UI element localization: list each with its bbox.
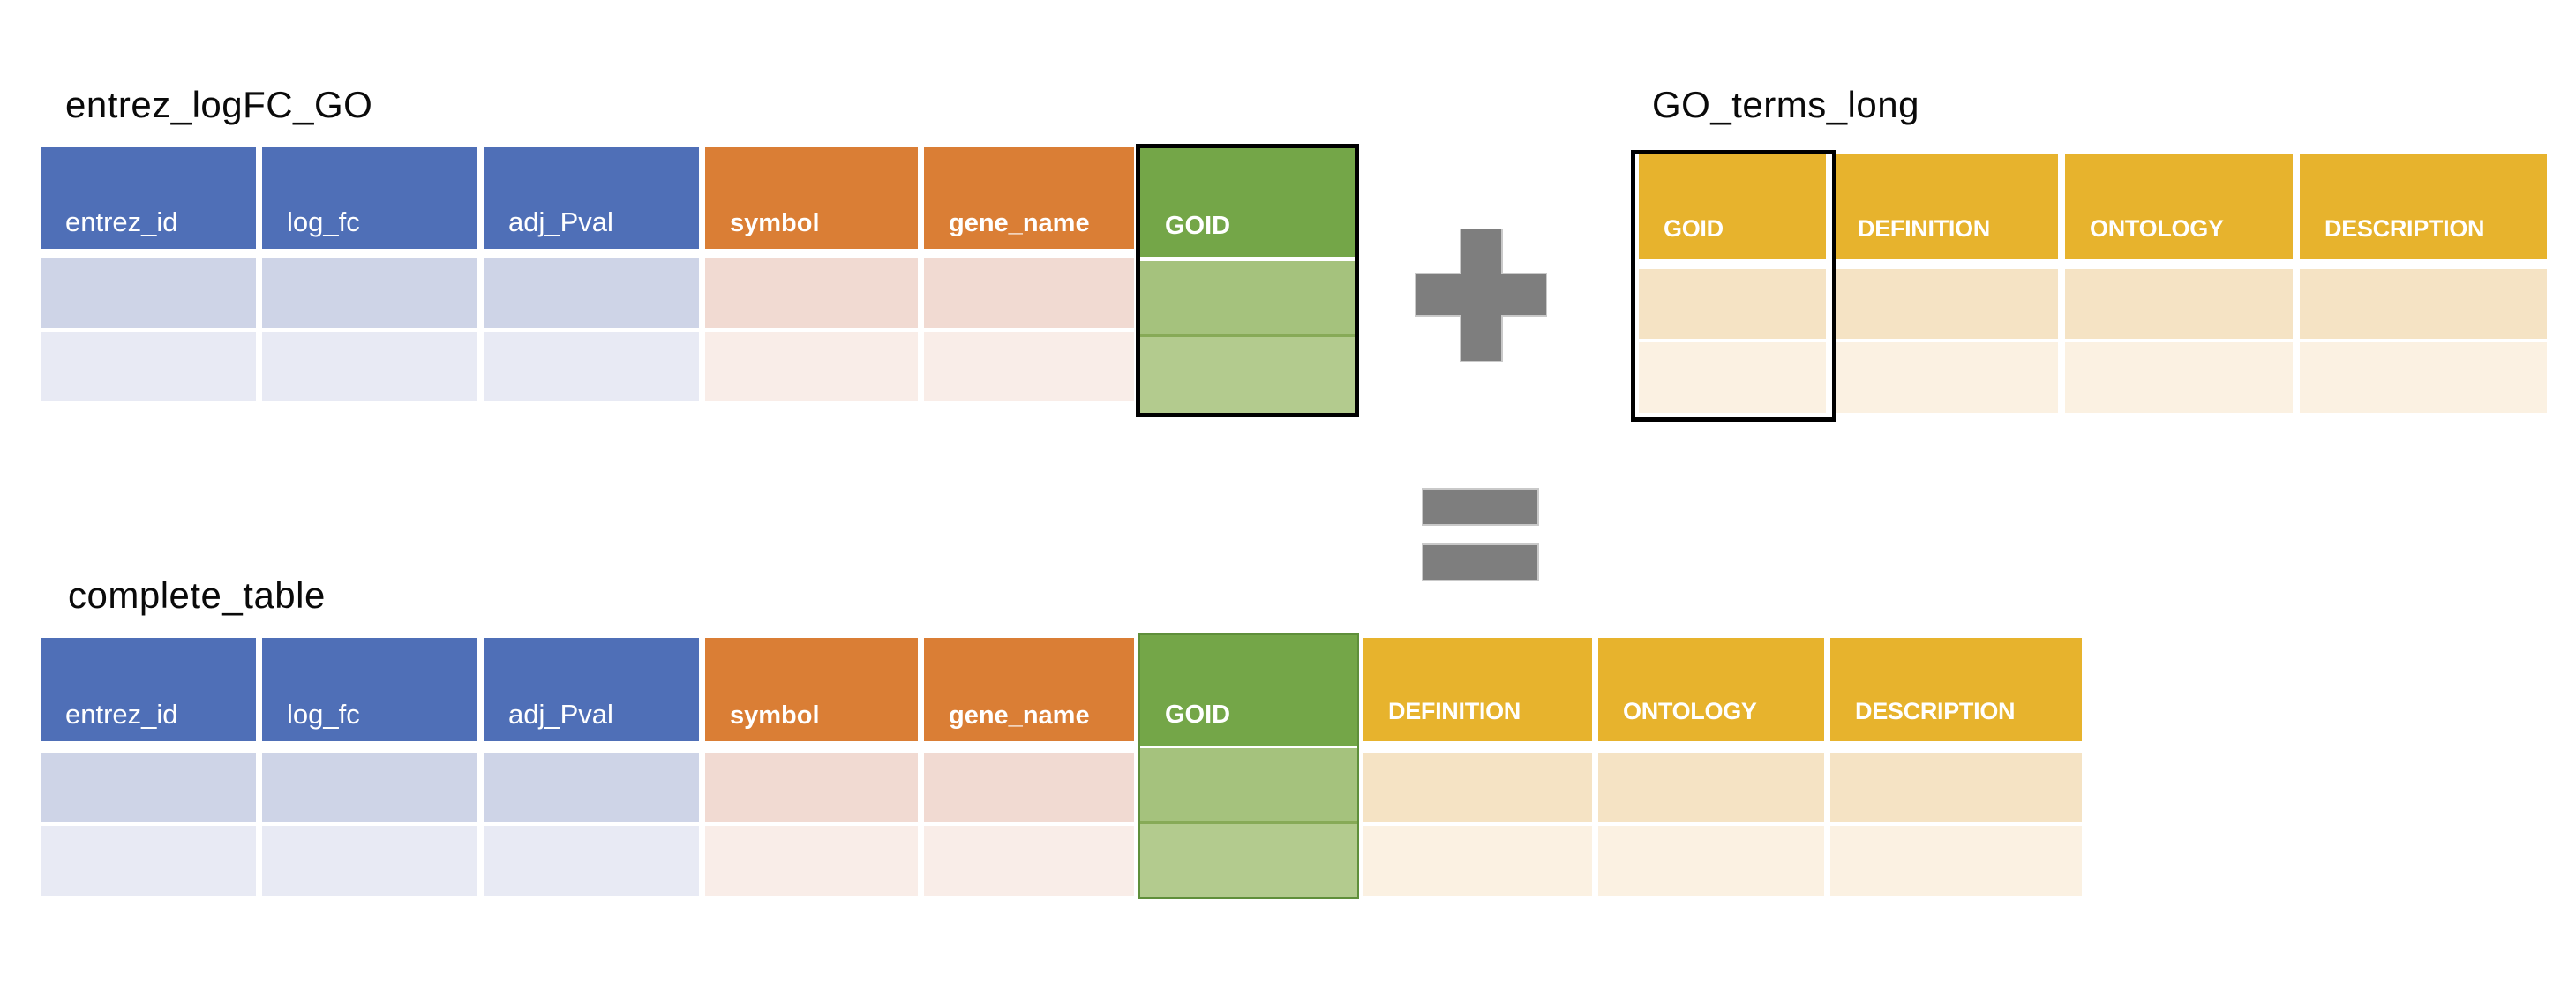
table-cell (924, 258, 1134, 328)
table-cell (1830, 826, 2082, 896)
column-header-description: DESCRIPTION (1830, 638, 2082, 741)
table-cell (924, 332, 1134, 401)
header-row: entrez_id log_fc adj_Pval symbol gene_na… (41, 638, 2082, 741)
table-cell (705, 826, 918, 896)
column-header-definition: DEFINITION (1363, 638, 1592, 741)
table-cell (41, 332, 256, 401)
equals-icon (1422, 488, 1539, 526)
column-header-adj-pval: adj_Pval (484, 147, 699, 249)
goid-highlight-box: GOID (1138, 633, 1359, 899)
column-header-gene-name: gene_name (924, 638, 1134, 741)
table-cell (1639, 269, 1826, 339)
table-cell (1598, 753, 1824, 822)
column-header-definition: DEFINITION (1833, 154, 2058, 259)
divider (1140, 334, 1355, 337)
table-cell (41, 826, 256, 896)
column-header-adj-pval: adj_Pval (484, 638, 699, 741)
divider (1140, 746, 1357, 748)
divider (1140, 821, 1357, 824)
divider (1140, 257, 1355, 261)
header-row: GOID DEFINITION ONTOLOGY DESCRIPTION (1639, 154, 2547, 259)
column-header-entrez-id: entrez_id (41, 147, 256, 249)
table-entrez-logfc-go: entrez_id log_fc adj_Pval symbol gene_na… (41, 144, 1359, 417)
table-row (41, 826, 2082, 896)
header-row: entrez_id log_fc adj_Pval symbol gene_na… (41, 147, 1357, 249)
table-cell (1140, 748, 1357, 821)
column-header-goid: GOID (1639, 154, 1826, 259)
table-cell (1140, 261, 1355, 334)
equals-icon (1422, 543, 1539, 581)
table-row (41, 332, 1357, 401)
table-cell (1833, 269, 2058, 339)
column-header-ontology: ONTOLOGY (1598, 638, 1824, 741)
column-header-log-fc: log_fc (262, 147, 477, 249)
table-title-entrez-logfc-go: entrez_logFC_GO (65, 84, 373, 125)
table-cell (484, 753, 699, 822)
table-cell (705, 753, 918, 822)
column-header-log-fc: log_fc (262, 638, 477, 741)
table-row (41, 258, 1357, 328)
table-cell (924, 826, 1134, 896)
table-cell (1598, 826, 1824, 896)
plus-icon-shape (1414, 228, 1548, 363)
column-header-ontology: ONTOLOGY (2065, 154, 2293, 259)
table-cell (2300, 342, 2547, 413)
table-cell (1140, 824, 1357, 897)
table-cell (484, 258, 699, 328)
goid-highlight-box: GOID (1136, 144, 1359, 417)
table-title-complete-table: complete_table (68, 574, 326, 616)
table-cell (705, 258, 918, 328)
column-header-symbol: symbol (705, 638, 918, 741)
table-cell (924, 753, 1134, 822)
table-cell (1140, 337, 1355, 413)
column-header-description: DESCRIPTION (2300, 154, 2547, 259)
table-cell (1363, 826, 1592, 896)
table-cell (1639, 342, 1826, 413)
table-row (1639, 342, 2547, 413)
table-cell (1833, 342, 2058, 413)
table-row (41, 753, 2082, 822)
column-header-gene-name: gene_name (924, 147, 1134, 249)
table-cell (484, 826, 699, 896)
table-cell (41, 753, 256, 822)
table-cell (1363, 753, 1592, 822)
table-title-go-terms-long: GO_terms_long (1652, 84, 1919, 125)
column-header-symbol: symbol (705, 147, 918, 249)
table-cell (41, 258, 256, 328)
table-cell (262, 258, 477, 328)
table-go-terms-long: GOID DEFINITION ONTOLOGY DESCRIPTION (1631, 150, 2547, 422)
table-cell (2300, 269, 2547, 339)
column-header-goid: GOID (1140, 148, 1355, 257)
table-row (1639, 269, 2547, 339)
table-cell (262, 332, 477, 401)
plus-icon (1414, 228, 1548, 363)
table-cell (1830, 753, 2082, 822)
table-cell (705, 332, 918, 401)
table-cell (262, 826, 477, 896)
column-header-goid: GOID (1140, 635, 1357, 746)
column-header-entrez-id: entrez_id (41, 638, 256, 741)
table-cell (484, 332, 699, 401)
table-cell (2065, 269, 2293, 339)
table-cell (262, 753, 477, 822)
table-cell (2065, 342, 2293, 413)
table-complete-table: entrez_id log_fc adj_Pval symbol gene_na… (41, 633, 2082, 899)
